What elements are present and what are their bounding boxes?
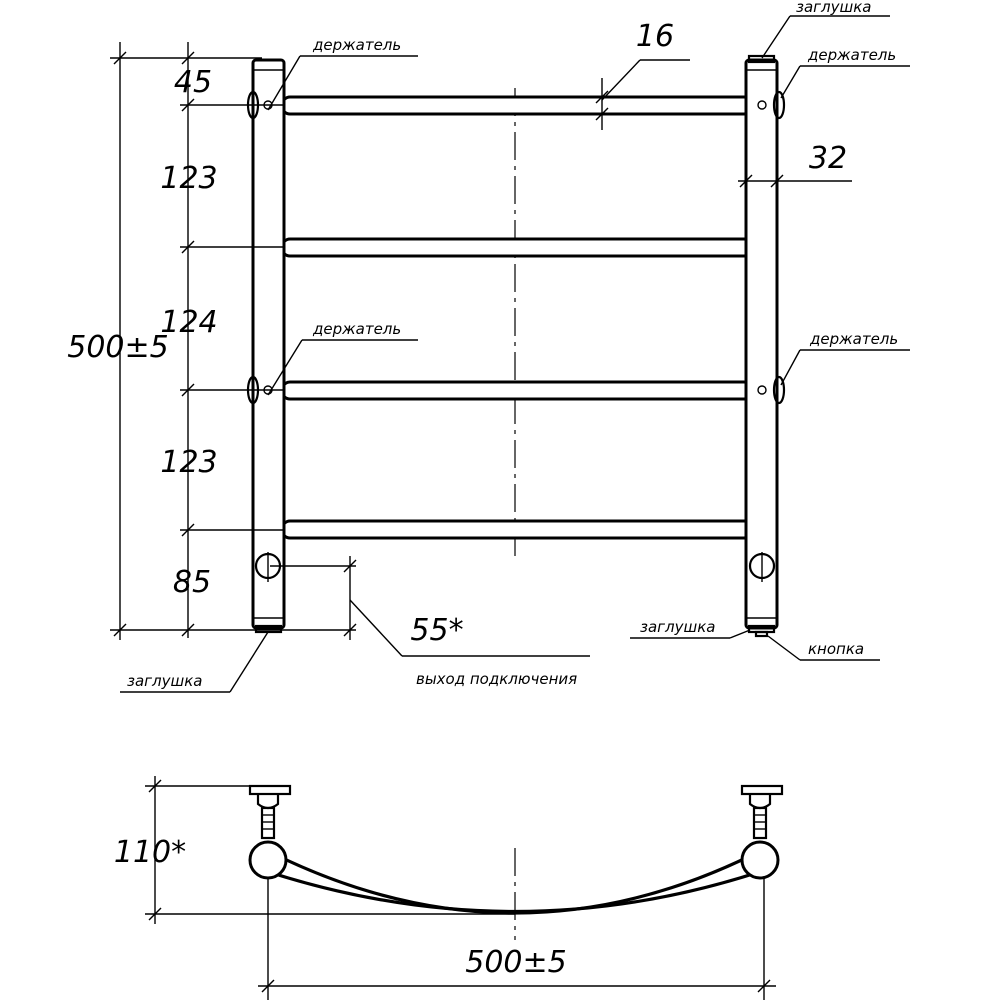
right-button	[754, 630, 769, 638]
left-bottom-plug	[254, 624, 283, 634]
label-holder-mid-right: держатель	[809, 330, 898, 348]
right-top-plug	[747, 54, 776, 64]
right-holder-mid	[772, 375, 786, 405]
left-wall-bracket	[248, 784, 292, 880]
dim-riser-diameter: 32	[809, 141, 847, 176]
dim-spacing-1: 123	[160, 161, 217, 196]
dim-connection-offset: 55*	[410, 613, 463, 648]
label-connection-outlet: выход подключения	[416, 670, 577, 688]
label-button: кнопка	[808, 640, 864, 658]
rail-2	[280, 237, 754, 258]
connection-offset-dimension: 55* выход подключения	[270, 556, 590, 688]
top-view: 110* 500±5	[114, 776, 784, 1000]
label-holder-top-right: держатель	[807, 46, 896, 64]
dim-depth: 110*	[114, 835, 186, 870]
rails	[280, 95, 754, 540]
width-dimension: 500±5	[258, 878, 776, 1000]
right-holder-top	[772, 90, 786, 120]
rail-3	[280, 380, 754, 401]
rail-1	[280, 95, 754, 116]
dim-rail-diameter: 16	[636, 19, 674, 54]
dim-spacing-3: 123	[160, 445, 217, 480]
rail-4	[280, 519, 754, 540]
extension-lines	[110, 57, 356, 631]
label-plug-bottom-right: заглушка	[640, 618, 716, 636]
rail-diameter-dimension: 16	[595, 19, 690, 130]
curved-rail-inner	[271, 871, 757, 914]
dim-top-offset: 45	[174, 65, 212, 100]
label-holder-mid-left: держатель	[312, 320, 401, 338]
depth-dimension: 110*	[114, 776, 515, 924]
label-holder-top-left: держатель	[312, 36, 401, 54]
dim-width: 500±5	[465, 945, 566, 980]
dimension-chain: 45 123 124 123 85	[160, 42, 218, 638]
label-plug-bottom-left: заглушка	[127, 672, 203, 690]
curved-rail-outer	[261, 846, 767, 915]
dim-spacing-2: 124	[160, 305, 217, 340]
right-wall-bracket	[740, 784, 784, 880]
dim-total-height: 500±5	[67, 330, 168, 365]
left-riser	[246, 58, 286, 634]
riser-diameter-dimension: 32	[738, 141, 852, 188]
callouts: держатель держатель заглушка держатель д…	[120, 0, 910, 693]
dim-bottom-offset: 85	[173, 565, 211, 600]
total-height-dimension: 500±5	[67, 42, 169, 640]
right-riser	[744, 54, 786, 638]
front-view: 45 123 124 123 85 500±5 16 32	[67, 0, 910, 693]
label-plug-top-right: заглушка	[796, 0, 872, 16]
